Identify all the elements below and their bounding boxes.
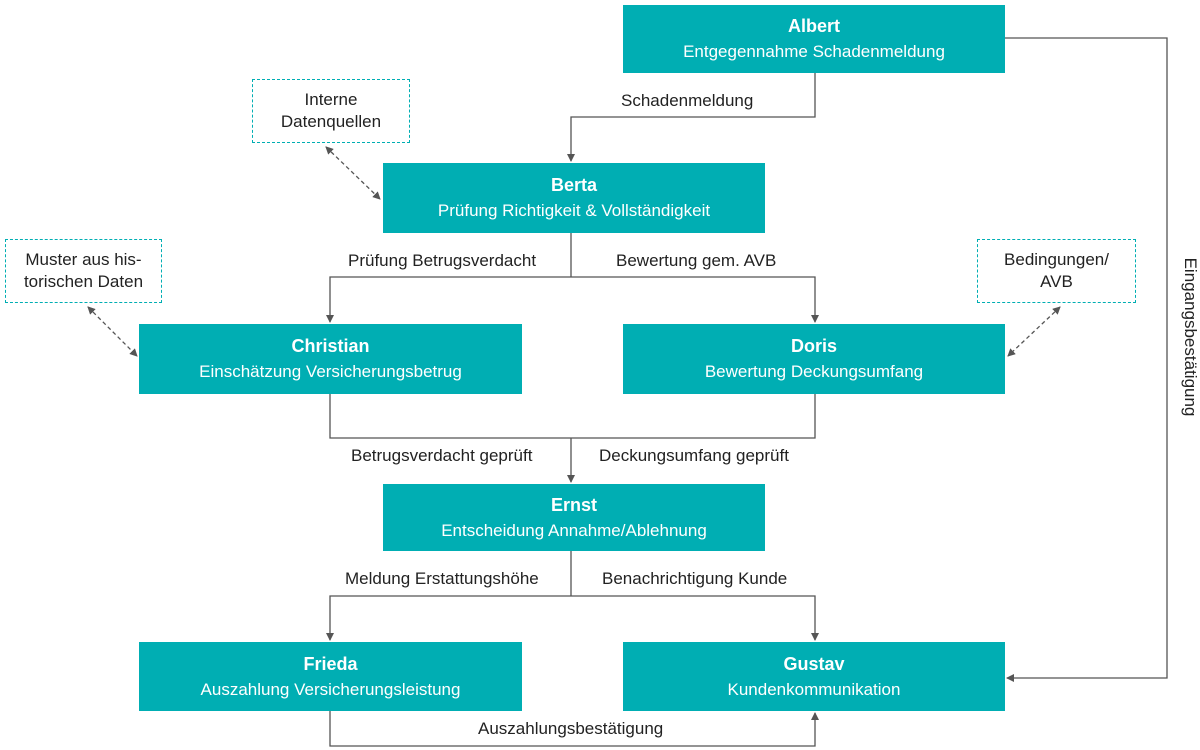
source-historic-line2: torischen Daten bbox=[23, 272, 144, 291]
label-claim-report: Schadenmeldung bbox=[621, 91, 754, 110]
node-berta-name: Berta bbox=[550, 175, 598, 195]
node-albert-role: Entgegennahme Schadenmeldung bbox=[683, 42, 945, 61]
node-berta-role: Prüfung Richtigkeit & Vollständigkeit bbox=[437, 201, 711, 220]
edge-doris-ernst bbox=[571, 394, 816, 439]
label-avb-rating: Bewertung gem. AVB bbox=[616, 251, 777, 270]
edge-ernst-frieda bbox=[326, 595, 571, 641]
edge-berta-doris bbox=[571, 276, 819, 323]
source-internal-data: Interne Datenquellen bbox=[252, 79, 410, 143]
source-conditions-avb: Bedingungen/ AVB bbox=[977, 239, 1136, 303]
node-gustav: Gustav Kundenkommunikation bbox=[623, 642, 1005, 711]
edge-frieda-gustav bbox=[329, 711, 819, 747]
node-frieda: Frieda Auszahlung Versicherungsleistung bbox=[139, 642, 522, 711]
node-gustav-role: Kundenkommunikation bbox=[727, 679, 901, 699]
node-ernst-role: Entscheidung Annahme/Ablehnung bbox=[441, 520, 707, 540]
edge-christian-ernst bbox=[329, 394, 571, 439]
node-frieda-name: Frieda bbox=[303, 653, 358, 674]
node-berta: Berta Prüfung Richtigkeit & Vollständigk… bbox=[383, 163, 765, 233]
node-ernst: Ernst Entscheidung Annahme/Ablehnung bbox=[383, 484, 765, 551]
node-christian: Christian Einschätzung Versicherungsbetr… bbox=[139, 324, 522, 394]
node-christian-role: Einschätzung Versicherungsbetrug bbox=[199, 362, 462, 381]
label-coverage-checked: Deckungsumfang geprüft bbox=[599, 446, 789, 465]
source-internal-line2: Datenquellen bbox=[280, 112, 382, 131]
source-conditions-line2: AVB bbox=[1040, 272, 1073, 291]
source-historic-patterns: Muster aus his- torischen Daten bbox=[5, 239, 162, 303]
node-doris: Doris Bewertung Deckungsumfang bbox=[623, 324, 1005, 394]
node-albert-name: Albert bbox=[787, 16, 840, 36]
node-christian-name: Christian bbox=[291, 336, 370, 356]
node-frieda-role: Auszahlung Versicherungsleistung bbox=[200, 679, 461, 699]
label-receipt-confirm: Eingangsbestätigung bbox=[1181, 257, 1200, 417]
node-doris-name: Doris bbox=[790, 336, 837, 356]
node-albert: Albert Entgegennahme Schadenmeldung bbox=[623, 5, 1005, 73]
edge-albert-berta bbox=[567, 73, 816, 162]
edge-historic-christian bbox=[87, 306, 138, 357]
label-fraud-check: Prüfung Betrugsverdacht bbox=[348, 251, 537, 270]
edge-conditions-doris bbox=[1007, 306, 1061, 357]
label-refund-report: Meldung Erstattungshöhe bbox=[345, 569, 539, 588]
label-fraud-checked: Betrugsverdacht geprüft bbox=[351, 446, 533, 465]
edge-internal-berta bbox=[325, 146, 381, 200]
edge-ernst-gustav bbox=[571, 595, 819, 641]
label-payment-confirm: Auszahlungsbestätigung bbox=[478, 719, 664, 738]
label-customer-notice: Benachrichtigung Kunde bbox=[602, 569, 788, 588]
edge-berta-christian bbox=[326, 276, 571, 323]
node-doris-role: Bewertung Deckungsumfang bbox=[704, 362, 924, 381]
source-internal-line1: Interne bbox=[304, 90, 358, 109]
edge-albert-gustav bbox=[1005, 37, 1168, 682]
source-historic-line1: Muster aus his- bbox=[25, 250, 142, 269]
source-conditions-line1: Bedingungen/ bbox=[1004, 250, 1109, 269]
node-gustav-name: Gustav bbox=[783, 653, 845, 674]
node-ernst-name: Ernst bbox=[550, 494, 597, 515]
